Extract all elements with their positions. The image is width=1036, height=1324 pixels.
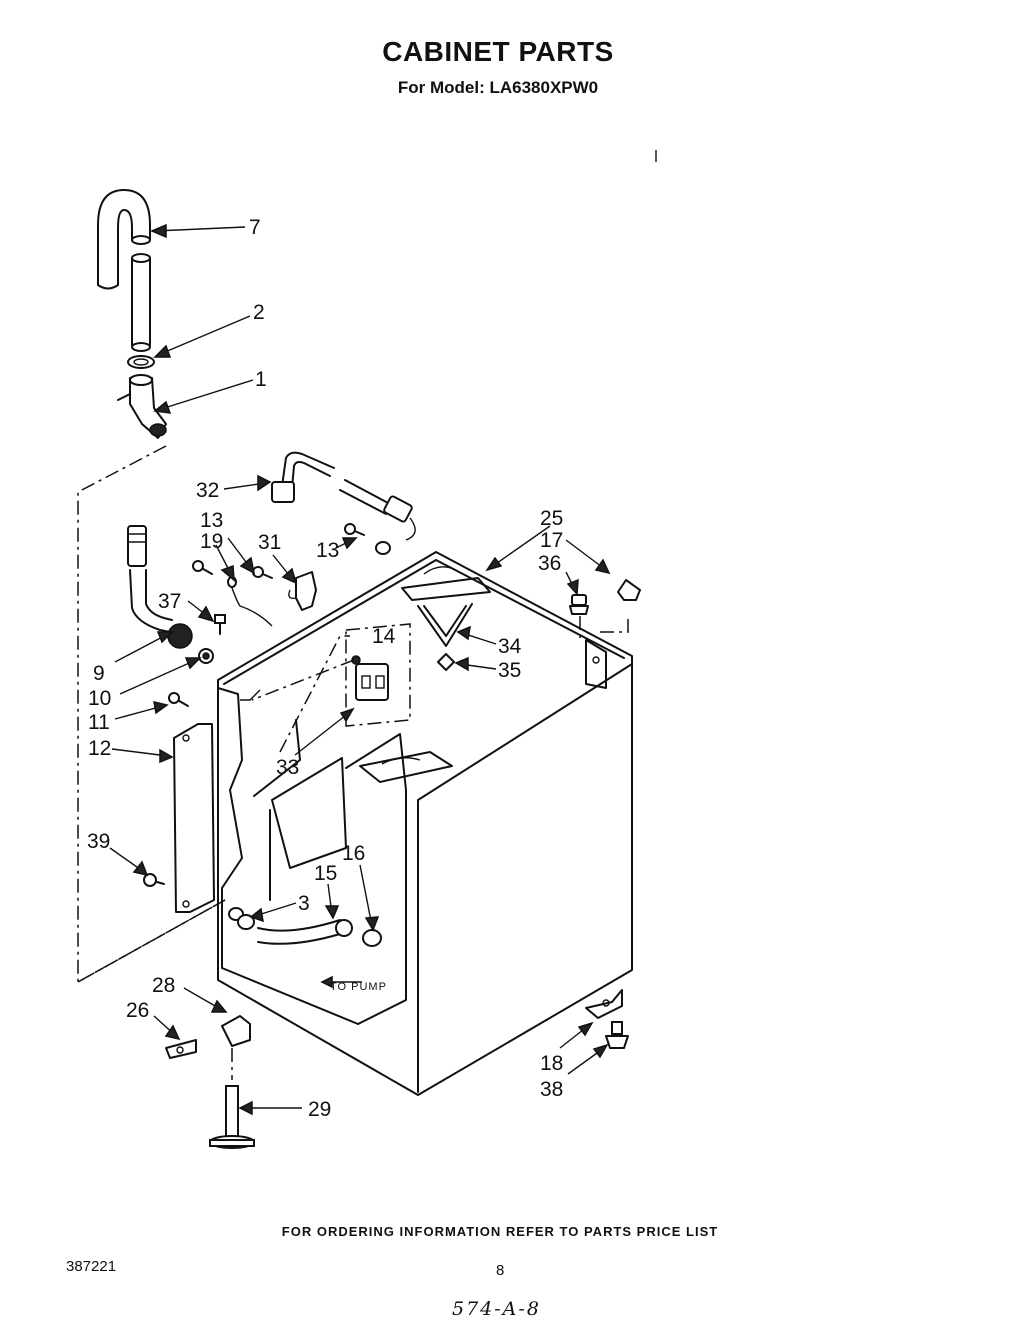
callout-32: 32 [196,479,219,502]
callout-12: 12 [88,737,111,760]
callout-11: 11 [88,711,110,734]
callout-39: 39 [87,830,110,853]
callout-3: 3 [298,892,310,915]
callout-26: 26 [126,999,149,1022]
callout-7: 7 [249,216,261,239]
foot-part [605,1021,629,1049]
pressure-switch-part [351,655,389,701]
hose-clamp-part [127,355,155,369]
callout-29: 29 [308,1098,331,1121]
drain-hose-part [97,189,151,352]
callout-15: 15 [314,862,337,885]
nut-36-part [569,594,589,615]
inlet-hose-part [271,451,416,541]
handwritten-note: 574-A-8 [452,1298,541,1320]
callout-36: 36 [538,552,561,575]
callout-37: 37 [158,590,181,613]
drain-connector-part [117,374,167,439]
callout-31: 31 [258,531,281,554]
callout-16: 16 [342,842,365,865]
to-pump-note: TO PUMP [330,981,387,993]
callout-1: 1 [255,368,267,391]
side-panel-part [173,723,215,913]
callout-33: 33 [276,756,299,779]
cabinet-body [217,551,633,1096]
leveling-leg-part [209,1085,255,1149]
callout-25: 25 [540,507,563,530]
leveling-bracket-part [165,1015,251,1059]
rubber-bumper-part [437,653,455,671]
page-title: CABINET PARTS [382,36,614,67]
callout-13-right: 13 [316,539,339,562]
tubing-part [228,907,382,947]
bracket-31-part [288,571,317,611]
wire-part [227,576,273,627]
callout-38: 38 [540,1078,563,1101]
callout-13-left: 13 [200,509,223,532]
callout-2: 2 [253,301,265,324]
ordering-note: FOR ORDERING INFORMATION REFER TO PARTS … [281,1224,719,1239]
document-number: 387221 [66,1258,117,1275]
callout-14: 14 [372,625,396,648]
corner-bracket-17-part [617,579,641,601]
model-subtitle: For Model: LA6380XPW0 [397,78,599,97]
callout-18: 18 [540,1052,563,1075]
page-number: 8 [496,1262,505,1279]
callout-19: 19 [200,530,223,553]
callout-9: 9 [93,662,105,685]
fill-hose-part [127,525,214,707]
callout-17: 17 [540,529,563,552]
callout-34: 34 [498,635,522,658]
callout-10: 10 [88,687,111,710]
callout-35: 35 [498,659,521,682]
callout-28: 28 [152,974,175,997]
